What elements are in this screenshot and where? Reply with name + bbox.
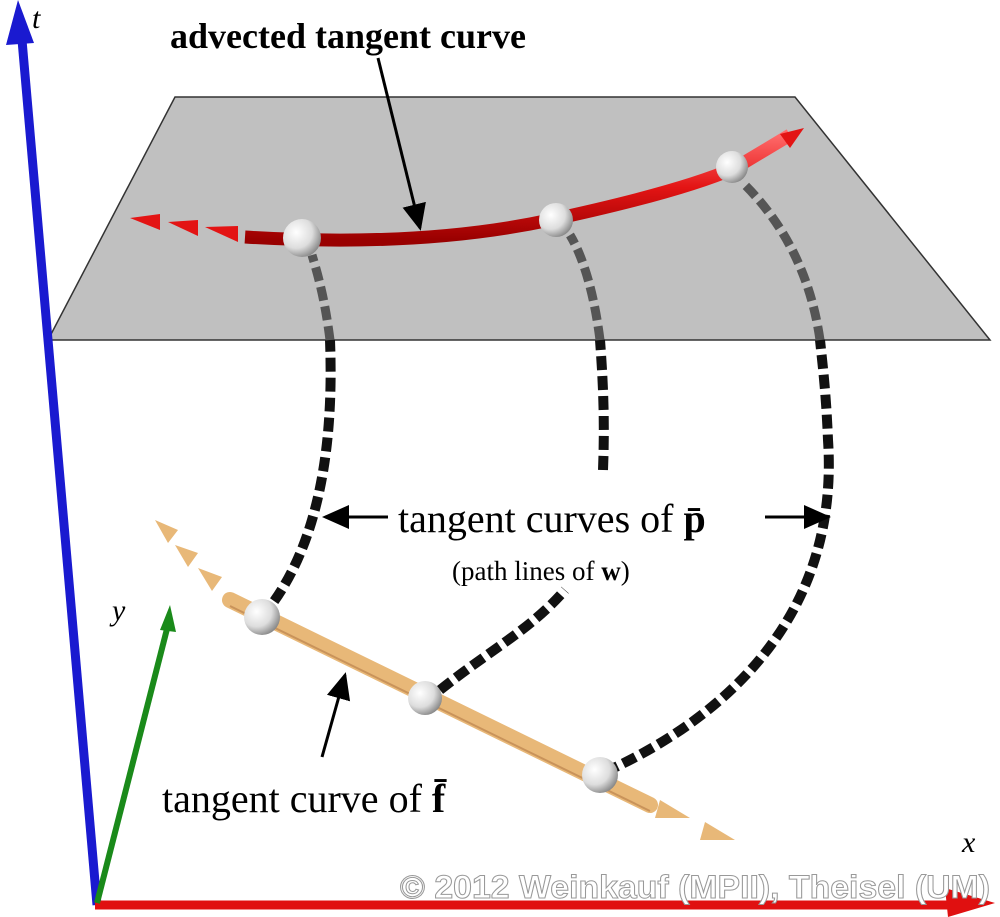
path-lines-text: (path lines of [452, 556, 601, 586]
tangent-curves-label: tangent curves of p̄ [398, 496, 706, 541]
path-lines-label: (path lines of w) [452, 556, 630, 586]
tangent-curve-text: tangent curve of [162, 776, 432, 821]
x-axis-label: x [961, 826, 976, 859]
copyright-watermark: © 2012 Weinkauf (MPII), Theisel (UM) [400, 869, 990, 905]
time-plane [46, 96, 992, 341]
y-axis-label: y [109, 594, 126, 627]
advected-tangent-curve-label: advected tangent curve [170, 16, 526, 56]
path-lines [258, 181, 834, 777]
y-axis [94, 605, 176, 904]
tangent-curve-f-label: tangent curve of f̄ [162, 776, 447, 821]
advected-pointer-arrow [376, 57, 426, 231]
f-bar-symbol: f̄ [432, 776, 448, 821]
t-axis-label: t [32, 2, 41, 35]
p-bar-symbol: p̄ [683, 496, 705, 541]
x-axis [95, 888, 995, 917]
w-symbol: w [601, 556, 621, 586]
tangent-curve-pointer-arrow [320, 672, 351, 758]
tangent-curves-text: tangent curves of [398, 496, 683, 541]
seed-points [244, 151, 748, 793]
path-lines-close: ) [621, 556, 630, 586]
t-axis [6, 0, 102, 906]
